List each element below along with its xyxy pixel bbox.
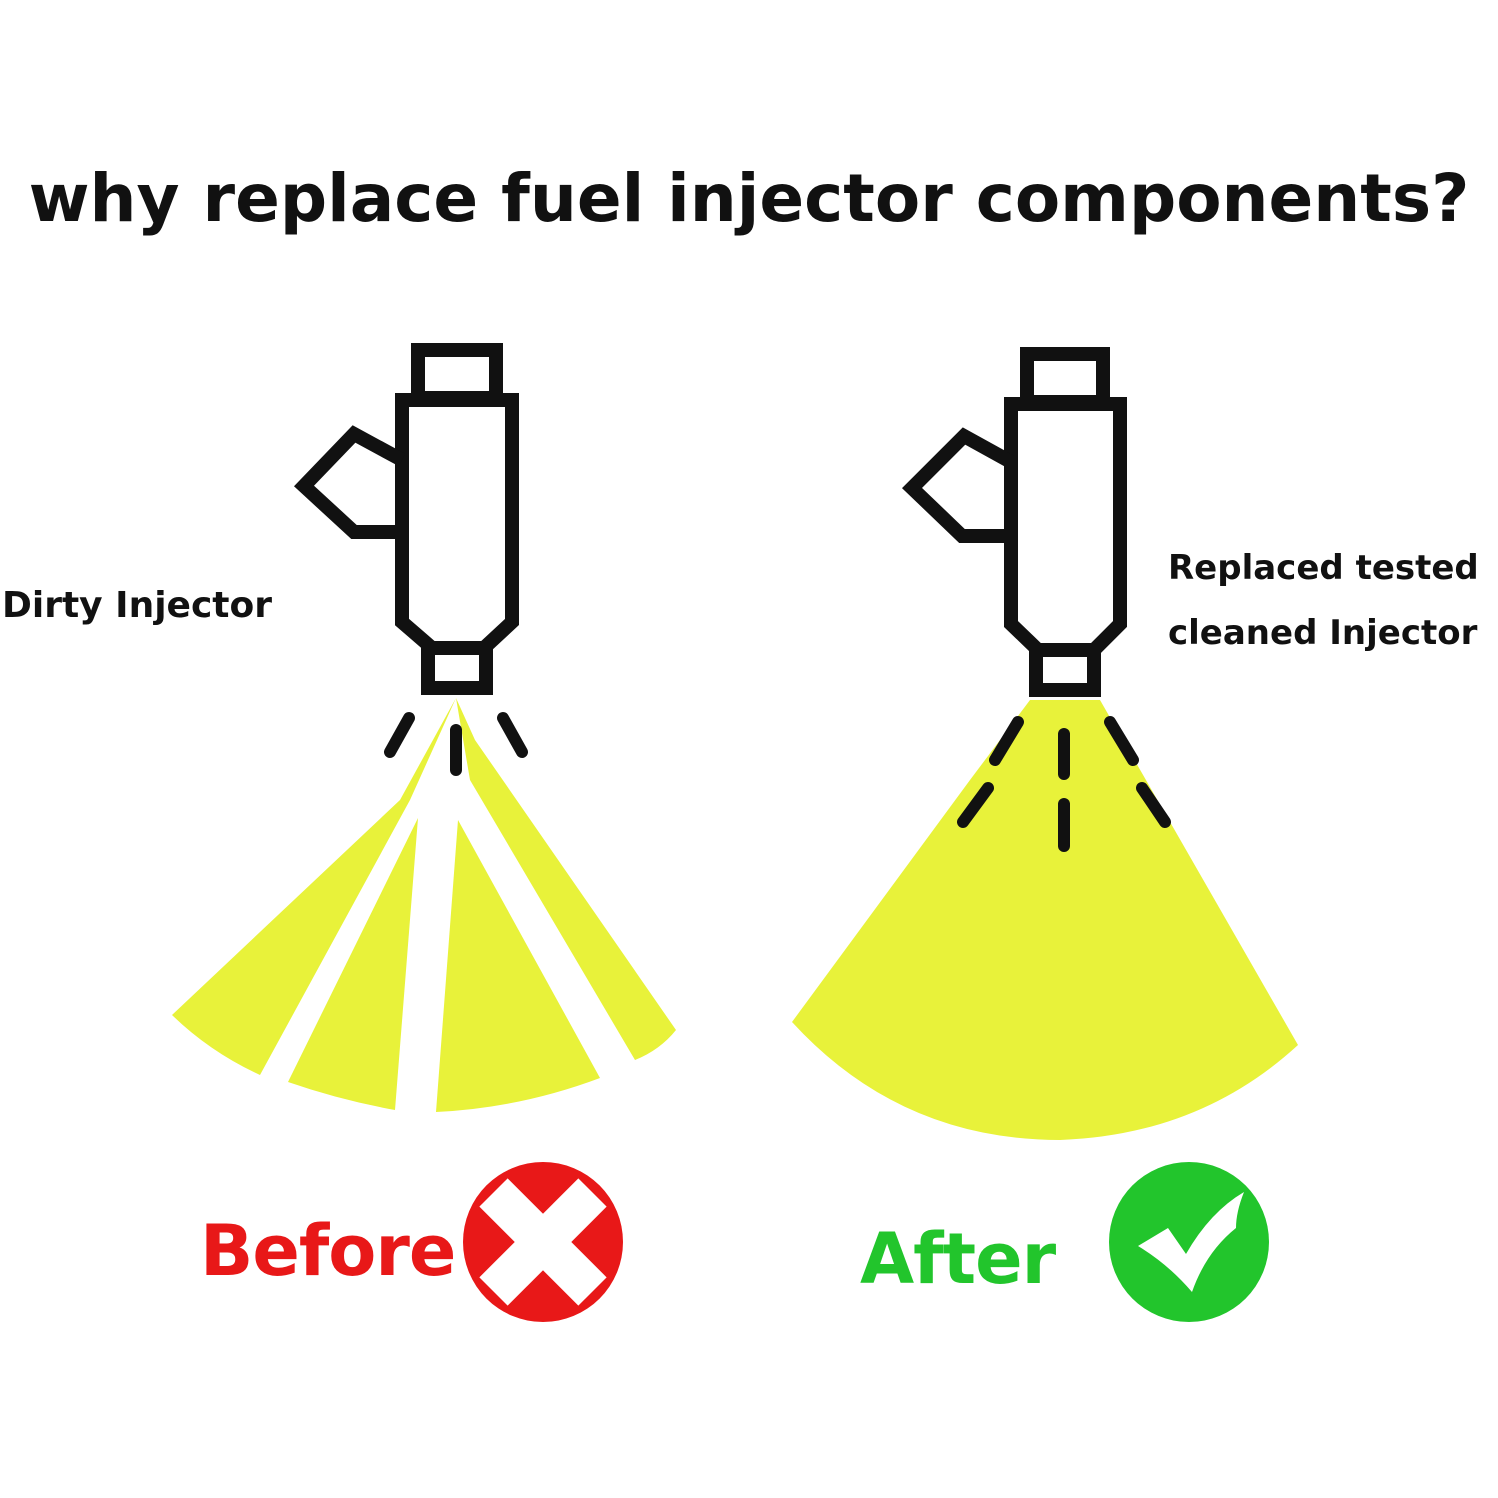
spray-stream-4 — [456, 698, 676, 1060]
page-title: why replace fuel injector components? — [28, 160, 1470, 237]
injector-barrel — [395, 393, 519, 655]
injector-cap — [1020, 347, 1110, 409]
clean-spray-cone — [792, 700, 1298, 1140]
clean-spray-dashes — [957, 716, 1171, 852]
spray-stream-3 — [436, 820, 600, 1112]
injector-nozzle — [421, 641, 493, 695]
injector-connector — [901, 427, 1015, 543]
spray-stream-1 — [172, 698, 456, 1075]
injector-barrel — [1004, 397, 1127, 657]
cross-icon — [463, 1162, 623, 1322]
dirty-injector-body — [293, 343, 519, 695]
clean-injector-label-line2: cleaned Injector — [1168, 613, 1478, 653]
dirty-injector-label: Dirty Injector — [2, 585, 272, 626]
clean-injector-body — [901, 347, 1127, 697]
injector-connector — [293, 425, 406, 539]
after-label: After — [860, 1218, 1056, 1300]
injector-nozzle — [1029, 643, 1101, 697]
dirty-spray-dashes — [384, 712, 528, 776]
spray-stream-2 — [288, 818, 418, 1110]
injector-cap — [411, 343, 503, 405]
checkmark-icon — [1109, 1162, 1269, 1322]
clean-injector-label-line1: Replaced tested — [1168, 548, 1479, 588]
before-label: Before — [200, 1210, 456, 1292]
dirty-spray — [172, 698, 676, 1112]
